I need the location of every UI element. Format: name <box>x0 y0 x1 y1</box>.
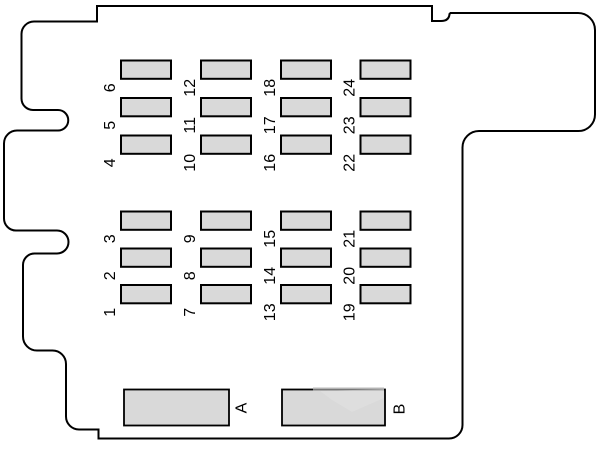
svg-text:22: 22 <box>342 154 359 172</box>
svg-text:2: 2 <box>102 271 119 280</box>
svg-text:12: 12 <box>182 79 199 97</box>
svg-text:7: 7 <box>182 308 199 317</box>
svg-text:20: 20 <box>342 267 359 285</box>
svg-text:3: 3 <box>102 234 119 243</box>
svg-text:8: 8 <box>182 271 199 280</box>
svg-text:23: 23 <box>342 116 359 134</box>
svg-text:10: 10 <box>182 154 199 172</box>
svg-text:14: 14 <box>262 267 279 285</box>
svg-text:13: 13 <box>262 303 279 321</box>
svg-text:A: A <box>234 402 251 413</box>
svg-text:1: 1 <box>102 308 119 317</box>
svg-text:9: 9 <box>182 234 199 243</box>
svg-text:17: 17 <box>262 116 279 134</box>
svg-text:4: 4 <box>102 158 119 167</box>
svg-text:16: 16 <box>262 154 279 172</box>
svg-text:15: 15 <box>262 230 279 248</box>
svg-text:6: 6 <box>102 83 119 92</box>
svg-text:B: B <box>392 404 409 415</box>
svg-text:21: 21 <box>342 230 359 248</box>
svg-text:11: 11 <box>182 117 199 134</box>
svg-text:18: 18 <box>262 79 279 97</box>
svg-text:5: 5 <box>102 121 119 130</box>
svg-text:19: 19 <box>342 303 359 321</box>
svg-text:24: 24 <box>342 79 359 97</box>
